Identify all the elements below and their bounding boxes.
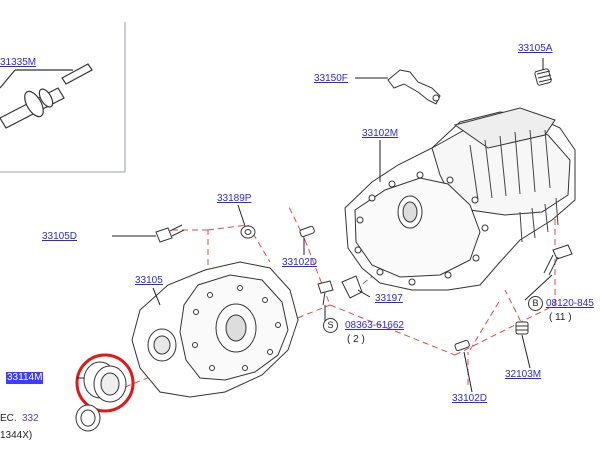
small-parts [155,68,573,352]
label-33102m[interactable]: 33102M [362,128,399,139]
label-32103m[interactable]: 32103M [505,369,542,380]
badge-s: S [323,318,338,333]
bolt-33105a [534,68,553,86]
quantity-11: ( 11 ) [549,312,572,323]
label-33150f[interactable]: 33150F [314,73,348,84]
label-33114m[interactable]: 33114M [6,372,44,384]
section-number[interactable]: 332 [22,413,39,424]
gasket-33197 [341,275,363,299]
leader-lines [77,58,553,393]
badge-b: B [528,296,543,311]
washer-33189p [240,225,256,239]
housing-33102m-drawing [344,107,576,291]
seal-332-drawing [75,404,101,432]
label-33102d-top[interactable]: 33102D [282,257,318,268]
label-33105a[interactable]: 33105A [518,43,553,54]
label-08120-845[interactable]: 08120-845 [546,298,594,309]
label-08363-61662[interactable]: 08363-61662 [345,320,404,331]
label-33105[interactable]: 33105 [135,275,163,286]
label-33102d-bottom[interactable]: 33102D [452,393,488,404]
tool-31335m-drawing [0,63,93,129]
cover-33105-drawing [131,261,299,398]
bracket-33150f-drawing [387,69,441,105]
spring-32103m [515,321,529,335]
label-31335m[interactable]: 31335M [0,57,37,68]
highlight-circle [75,353,135,413]
section-prefix: EC. [0,413,17,424]
bolt-33105d [155,224,185,243]
label-33189p[interactable]: 33189P [217,193,252,204]
inset-box [0,22,126,173]
seal-33114m-drawing [83,361,127,403]
dowel-33102d-bottom [454,339,470,352]
label-33105d[interactable]: 33105D [42,231,78,242]
section-reference: 1344X) [0,430,33,441]
quantity-2: ( 2 ) [347,334,365,345]
dowel-33102d-top [299,225,315,238]
bolt-08363 [317,280,334,306]
bolt-08120 [543,244,573,276]
label-33197[interactable]: 33197 [375,293,403,304]
